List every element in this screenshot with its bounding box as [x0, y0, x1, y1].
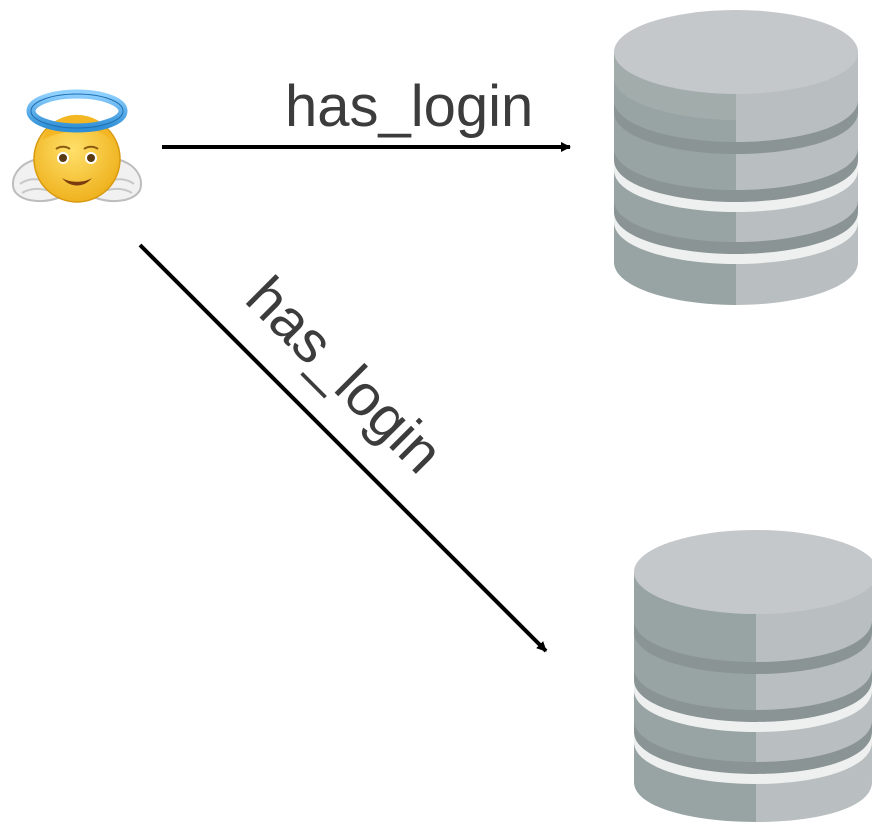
edge-label-top: has_login	[285, 74, 533, 139]
database-icon-bottom	[634, 530, 872, 822]
edge-label-diagonal: has_login	[234, 264, 456, 486]
edge-user-to-database-top: has_login	[162, 74, 571, 152]
halo-icon	[26, 89, 128, 133]
edge-user-to-database-bottom: has_login	[138, 243, 548, 653]
angel-face-icon	[12, 89, 142, 203]
database-icon-top	[614, 10, 858, 305]
